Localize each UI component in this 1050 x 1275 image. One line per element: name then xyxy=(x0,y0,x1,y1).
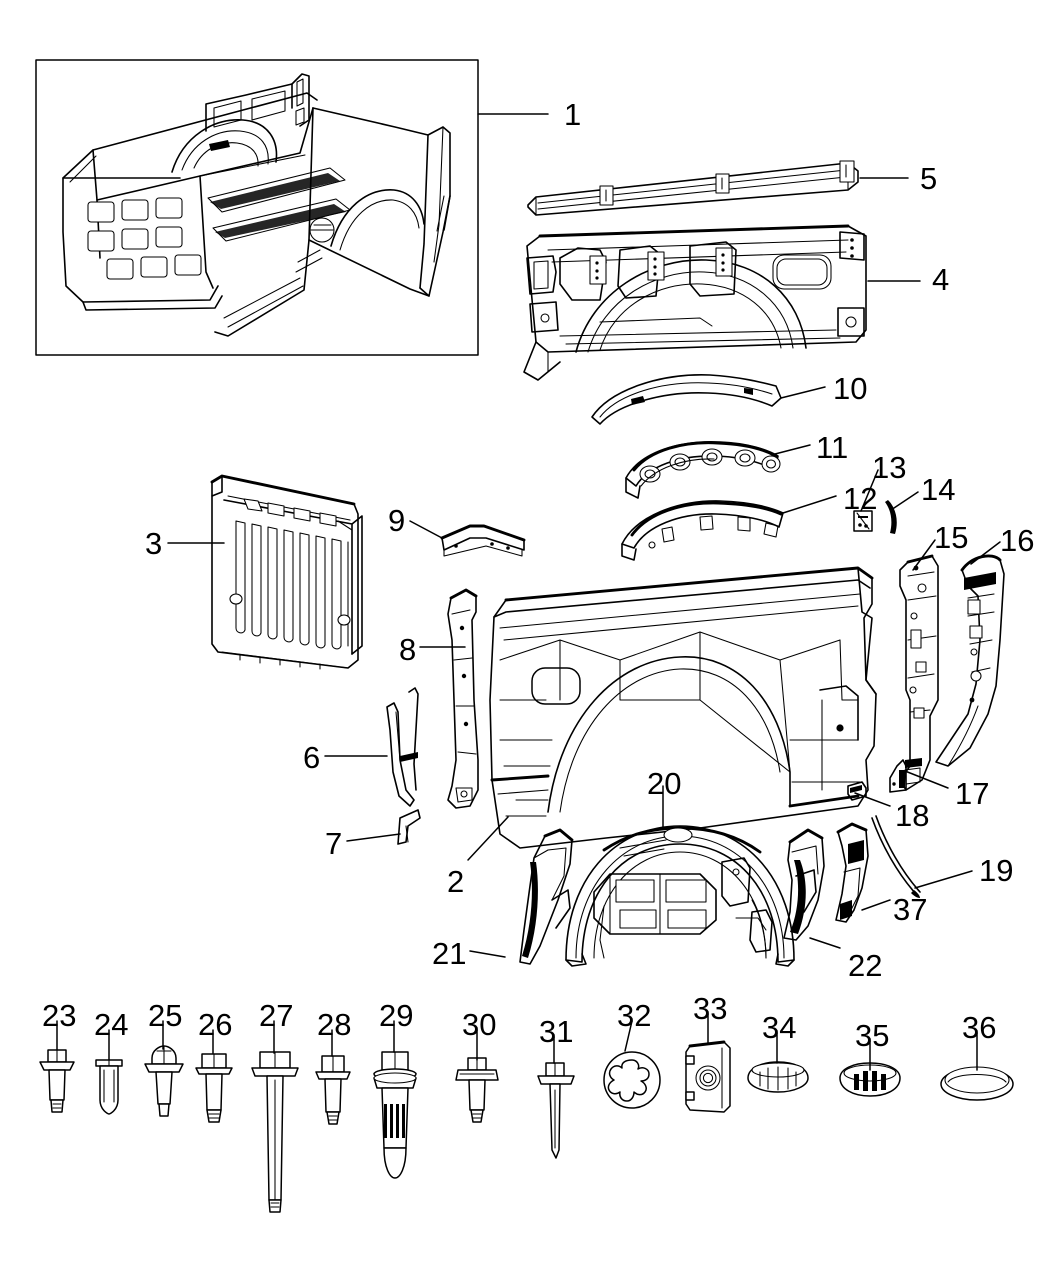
part-32-star-washer-nut xyxy=(603,1020,661,1109)
part-33-cage-nut-clip xyxy=(685,1013,731,1113)
callout-25: 25 xyxy=(148,998,183,1033)
leader-14 xyxy=(890,491,919,511)
leader-10 xyxy=(780,386,826,399)
callout-27: 27 xyxy=(259,998,294,1033)
callout-5: 5 xyxy=(920,161,938,196)
callout-26: 26 xyxy=(198,1007,233,1042)
callout-30: 30 xyxy=(462,1007,497,1042)
part-18-retainer-clip-block xyxy=(847,781,891,807)
part-22-wheelhouse-rear-brace xyxy=(783,828,841,949)
part-11-upper-arch-bracket xyxy=(625,441,811,499)
part-35-slotted-hole-plug xyxy=(839,1040,901,1097)
part-30-winged-flange-screw xyxy=(455,1029,499,1123)
part-12-lower-arch-bracket xyxy=(621,495,837,561)
leader-13 xyxy=(860,469,879,512)
leader-12 xyxy=(782,495,837,514)
part-29-serrated-flange-stud xyxy=(373,1020,417,1179)
callout-31: 31 xyxy=(539,1014,574,1049)
callout-2: 2 xyxy=(447,864,465,899)
leader-17 xyxy=(904,770,949,789)
callout-9: 9 xyxy=(388,503,406,538)
callout-19: 19 xyxy=(979,853,1014,888)
callout-18: 18 xyxy=(895,798,930,833)
part-31-flange-pin-rivet xyxy=(537,1036,575,1159)
callout-8: 8 xyxy=(399,632,417,667)
leader-16 xyxy=(970,541,1001,565)
callout-10: 10 xyxy=(833,371,868,406)
leader-18 xyxy=(854,792,891,807)
leader-11 xyxy=(774,444,811,455)
part-23-flange-bolt-short xyxy=(39,1020,75,1113)
leader-2 xyxy=(467,816,509,861)
part-25-flange-bolt-domed xyxy=(144,1020,184,1117)
part-7-small-angle-bracket xyxy=(346,809,421,845)
part-24-push-pin-retainer xyxy=(95,1029,123,1115)
callout-34: 34 xyxy=(762,1010,797,1045)
callout-15: 15 xyxy=(934,520,969,555)
part-20-wheelhouse-inner-panel xyxy=(565,785,795,967)
assembly-overview-box xyxy=(35,59,549,356)
part-2-bedside-outer-panel xyxy=(467,566,877,861)
callout-16: 16 xyxy=(1000,523,1035,558)
leader-37 xyxy=(861,899,891,911)
part-4-bedside-inner-panel xyxy=(523,224,921,381)
leader-19 xyxy=(914,870,973,889)
part-16-rear-pillar-outer-brace xyxy=(935,541,1005,767)
part-36-oval-blanking-plug xyxy=(940,1032,1014,1101)
callout-23: 23 xyxy=(42,998,77,1033)
part-27-hex-flange-bolt-long xyxy=(251,1020,299,1213)
callout-7: 7 xyxy=(325,826,343,861)
part-6-support-bracket-rod xyxy=(324,687,419,807)
callout-24: 24 xyxy=(94,1007,129,1042)
part-8-front-pillar-reinforcement xyxy=(419,588,479,809)
leader-22 xyxy=(809,937,841,949)
callout-35: 35 xyxy=(855,1018,890,1053)
part-34-ribbed-hole-plug xyxy=(747,1032,809,1093)
leader-9 xyxy=(409,520,443,539)
callout-28: 28 xyxy=(317,1007,352,1042)
part-28-hex-flange-screw xyxy=(315,1029,351,1125)
callout-33: 33 xyxy=(693,991,728,1026)
part-3-front-bulkhead-panel xyxy=(167,474,363,670)
truck-bed-assembly-illustration xyxy=(62,73,451,337)
part-13-square-retainer-plate xyxy=(853,469,879,532)
part-14-curved-clip xyxy=(885,491,919,534)
part-17-small-tab-bracket xyxy=(889,759,949,793)
part-26-hex-flange-bolt xyxy=(195,1029,233,1123)
callout-6: 6 xyxy=(303,740,321,775)
part-5-upper-rail-reinforcement xyxy=(527,160,909,216)
callout-37: 37 xyxy=(893,892,928,927)
part-10-wheelhouse-arch-moulding xyxy=(591,374,826,425)
callout-17: 17 xyxy=(955,776,990,811)
leader-7 xyxy=(346,833,401,842)
callout-36: 36 xyxy=(962,1010,997,1045)
leader-21 xyxy=(469,950,506,958)
callout-12: 12 xyxy=(843,481,878,516)
part-37-rear-brace-inner xyxy=(835,822,891,923)
callout-32: 32 xyxy=(617,998,652,1033)
leader-32 xyxy=(624,1020,633,1052)
part-19-tension-rod xyxy=(871,815,973,898)
part-21-wheelhouse-front-brace xyxy=(469,828,574,965)
callout-13: 13 xyxy=(872,450,907,485)
callout-4: 4 xyxy=(932,262,950,297)
callout-21: 21 xyxy=(432,936,467,971)
callout-14: 14 xyxy=(921,472,956,507)
leader-15 xyxy=(912,539,936,571)
callout-29: 29 xyxy=(379,998,414,1033)
callout-22: 22 xyxy=(848,948,883,983)
callout-1: 1 xyxy=(564,97,582,132)
part-15-rear-pillar-inner-brace xyxy=(899,539,939,791)
callout-20: 20 xyxy=(647,766,682,801)
part-9-corner-gusset-bracket xyxy=(409,520,526,557)
callout-11: 11 xyxy=(816,430,849,465)
callout-3: 3 xyxy=(145,526,163,561)
